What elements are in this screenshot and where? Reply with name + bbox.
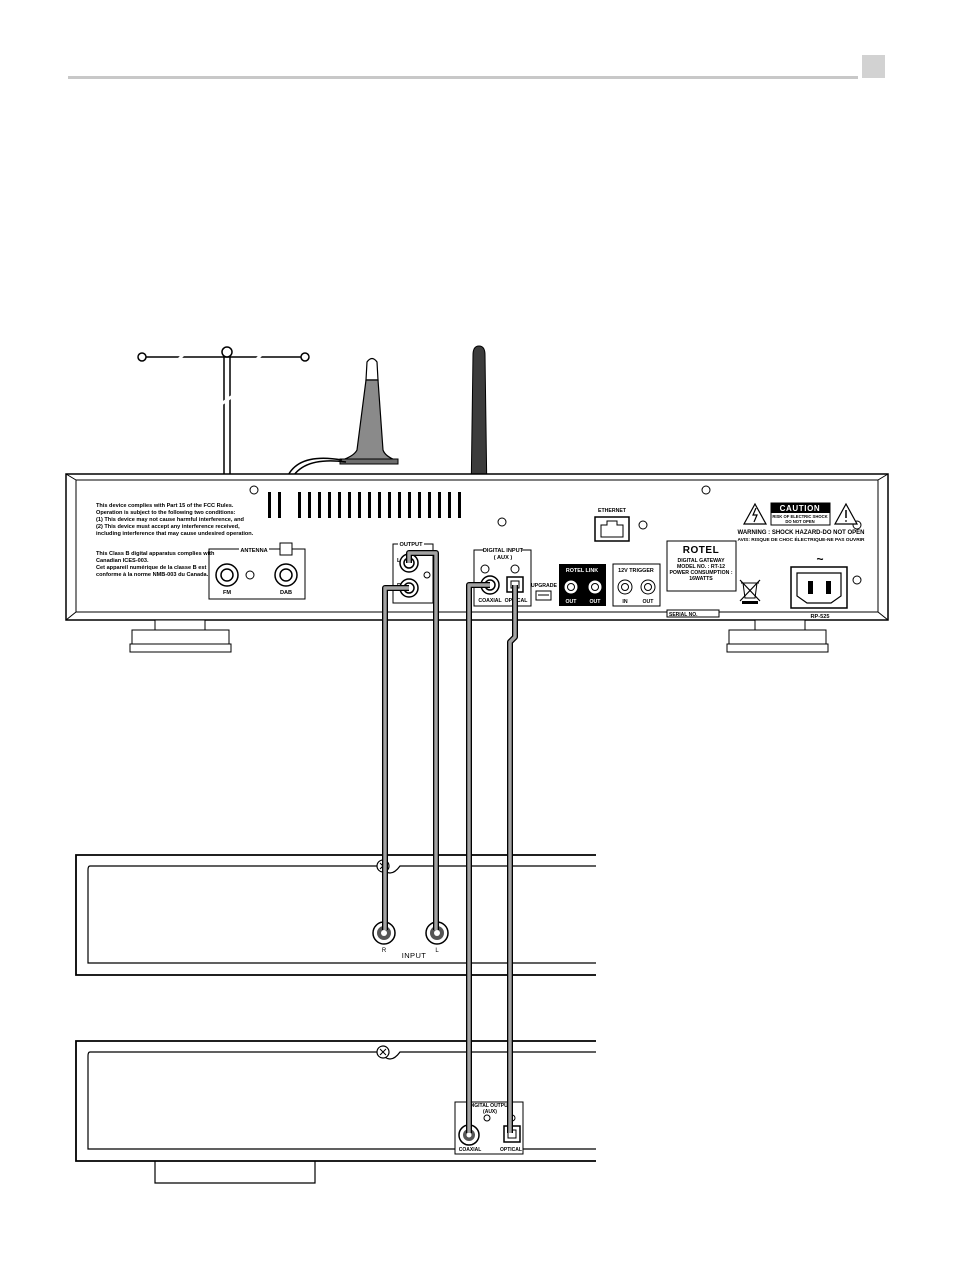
coaxial-label: COAXIAL	[478, 598, 502, 604]
caution-label: CAUTION	[780, 504, 821, 513]
rating-line: 16WATTS	[689, 576, 713, 582]
antenna-section	[208, 542, 306, 600]
amp-input-r-label: R	[382, 948, 387, 954]
caution-sub-line: RISK OF ELECTRIC SHOCK	[772, 514, 827, 519]
rating-line: MODEL NO. : RT-12	[677, 564, 725, 570]
fm-label: FM	[223, 590, 231, 596]
amp-input-l-label: L	[435, 948, 439, 954]
fcc-notice-line: (2) This device must accept any interfer…	[96, 524, 240, 530]
digital-input-label: DIGITAL INPUT	[483, 548, 524, 554]
upgrade-label: UPGRADE	[531, 583, 557, 589]
fcc-notice-line: (1) This device may not cause harmful in…	[96, 517, 245, 523]
digital-device-rear-panel	[75, 1040, 596, 1184]
canada-notice-line: conforme à la norme NMB-003 du Canada.	[96, 572, 209, 578]
optical-cable	[507, 585, 518, 1133]
trigger-label: 12V TRIGGER	[618, 568, 654, 574]
rating-line: POWER CONSUMPTION :	[669, 570, 732, 576]
coaxial-cable	[466, 582, 490, 1133]
fcc-notice-line: Operation is subject to the following tw…	[96, 510, 236, 516]
caution-sub-line: DO NOT OPEN	[785, 519, 814, 524]
rotel-link-section	[559, 564, 606, 606]
ac-symbol: ~	[816, 552, 823, 566]
dac-coaxial-label: COAXIAL	[459, 1147, 482, 1153]
rotel-link-out-label: OUT	[566, 599, 578, 605]
serial-label: SERIAL NO.	[669, 612, 698, 618]
dac-output-label: DIGITAL OUTPUT	[469, 1103, 510, 1109]
analog-cable-left	[406, 550, 439, 930]
warning-text: WARNING : SHOCK HAZARD-DO NOT OPEN	[738, 530, 865, 536]
dac-aux-label: (AUX)	[483, 1109, 497, 1115]
rating-line: DIGITAL GATEWAY	[677, 558, 725, 564]
amplifier-rear-panel	[75, 854, 596, 976]
page-tab	[862, 55, 885, 78]
canada-notice-line: Canadian ICES-003.	[96, 558, 149, 564]
output-label: OUTPUT	[400, 542, 424, 548]
dab-label: DAB	[280, 590, 292, 596]
brand-logo: ROTEL	[683, 545, 719, 556]
model-code: RP-525	[811, 614, 830, 620]
header-rule	[68, 76, 858, 79]
aux-label: ( AUX )	[494, 555, 513, 561]
fcc-notice-line: including interference that may cause un…	[96, 531, 254, 537]
avis-text: AVIS: RISQUE DE CHOC ÉLECTRIQUE-NE PAS O…	[738, 535, 865, 543]
canada-notice-line: This Class B digital apparatus complies …	[96, 551, 215, 557]
upgrade-port	[535, 590, 552, 601]
caution-warning-icon	[833, 502, 859, 525]
rating-plate	[666, 540, 737, 592]
shock-warning-icon	[742, 502, 768, 525]
antenna-label: ANTENNA	[240, 548, 267, 554]
fcc-notice-line: This device complies with Part 15 of the…	[96, 503, 234, 509]
rotel-link-out-label: OUT	[590, 599, 602, 605]
canada-notice-line: Cet appareil numérique de la classe B es…	[96, 565, 207, 571]
analog-cable-right	[382, 585, 409, 930]
trigger-section	[612, 563, 661, 607]
dac-optical-label: OPTICAL	[500, 1147, 522, 1153]
tuner-rear-panel	[65, 473, 889, 653]
amp-input-label: INPUT	[402, 951, 427, 960]
serial-plate	[666, 609, 720, 618]
output-l-label: L	[397, 558, 401, 564]
weee-bin-icon	[739, 579, 761, 604]
ethernet-port	[594, 516, 630, 542]
trigger-out-label: OUT	[643, 599, 655, 605]
rotel-link-label: ROTEL LINK	[566, 568, 598, 574]
trigger-in-label: IN	[622, 599, 627, 605]
ac-power-inlet	[790, 566, 848, 609]
ethernet-label: ETHERNET	[598, 508, 627, 514]
